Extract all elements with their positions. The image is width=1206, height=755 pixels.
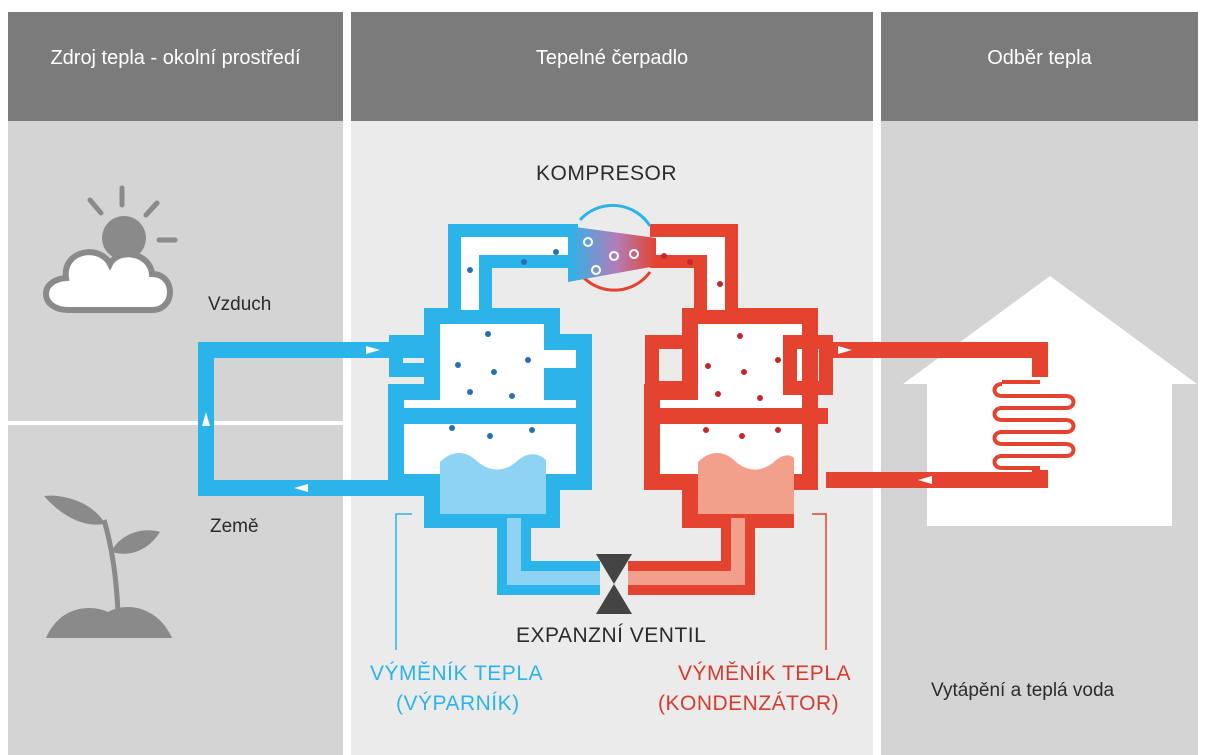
evaporator-label-line2: (VÝPARNÍK) — [396, 692, 520, 715]
compressor-icon — [568, 203, 656, 292]
pump-column-header: Tepelné čerpadlo — [351, 12, 873, 121]
compressor-label: KOMPRESOR — [536, 162, 678, 185]
condenser-label-line2: (KONDENZÁTOR) — [658, 692, 840, 715]
air-label: Vzduch — [208, 294, 272, 315]
leader-lines — [395, 513, 827, 650]
ground-label: Země — [210, 516, 259, 537]
radiator-coil-icon — [992, 380, 1076, 470]
source-divider — [8, 421, 343, 425]
expansion-valve-icon — [596, 554, 632, 614]
condenser-label-line1: VÝMĚNÍK TEPLA — [678, 662, 852, 685]
output-label: Vytápění a teplá voda — [931, 680, 1115, 701]
sink-column-header: Odběr tepla — [881, 12, 1198, 121]
flow-arrows — [202, 346, 932, 492]
plant-sprout-icon — [44, 495, 172, 638]
source-column-title: Zdroj tepla - okolní prostředí — [50, 47, 301, 69]
expansion-valve-label: EXPANZNÍ VENTIL — [516, 624, 707, 647]
cloud-sun-icon — [43, 185, 178, 313]
house-icon — [903, 276, 1197, 526]
condenser-circuit — [628, 224, 1048, 595]
pump-column-title: Tepelné čerpadlo — [535, 47, 689, 69]
sink-column-title: Odběr tepla — [987, 47, 1092, 69]
evaporator-label-line1: VÝMĚNÍK TEPLA — [370, 662, 544, 685]
source-column-header: Zdroj tepla - okolní prostředí — [8, 12, 343, 121]
